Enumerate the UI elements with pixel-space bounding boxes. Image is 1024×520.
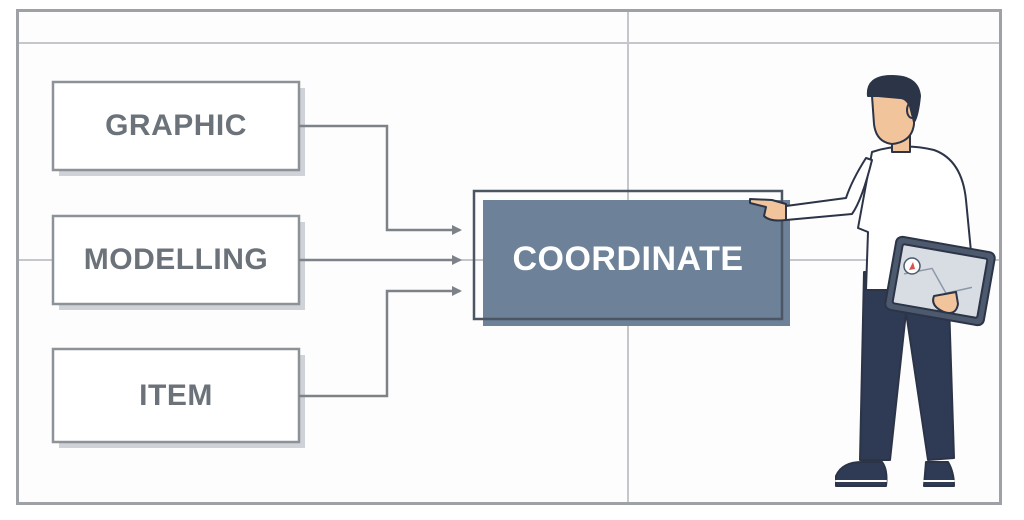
input-box-graphic: [51, 80, 305, 176]
left-shoe: [835, 461, 888, 487]
pointing-hand: [749, 198, 787, 222]
connector-arrows: [299, 124, 462, 398]
person-illustration: [749, 75, 996, 487]
input-box-modelling: [51, 214, 305, 310]
target-outline: [472, 189, 784, 321]
holding-hand: [932, 291, 959, 314]
right-shoe: [923, 461, 955, 487]
box-border: [51, 80, 301, 172]
pointing-arm: [785, 157, 873, 221]
arrow-graphic-to-coordinate: [299, 124, 462, 235]
input-box-item: [51, 347, 305, 448]
hair: [866, 75, 921, 123]
compass-needle: [909, 262, 915, 270]
box-border: [51, 347, 301, 444]
target-box-coordinate: [472, 189, 790, 326]
target-fill: [483, 200, 790, 326]
arrow-item-to-coordinate: [299, 286, 462, 398]
box-border: [51, 214, 301, 306]
